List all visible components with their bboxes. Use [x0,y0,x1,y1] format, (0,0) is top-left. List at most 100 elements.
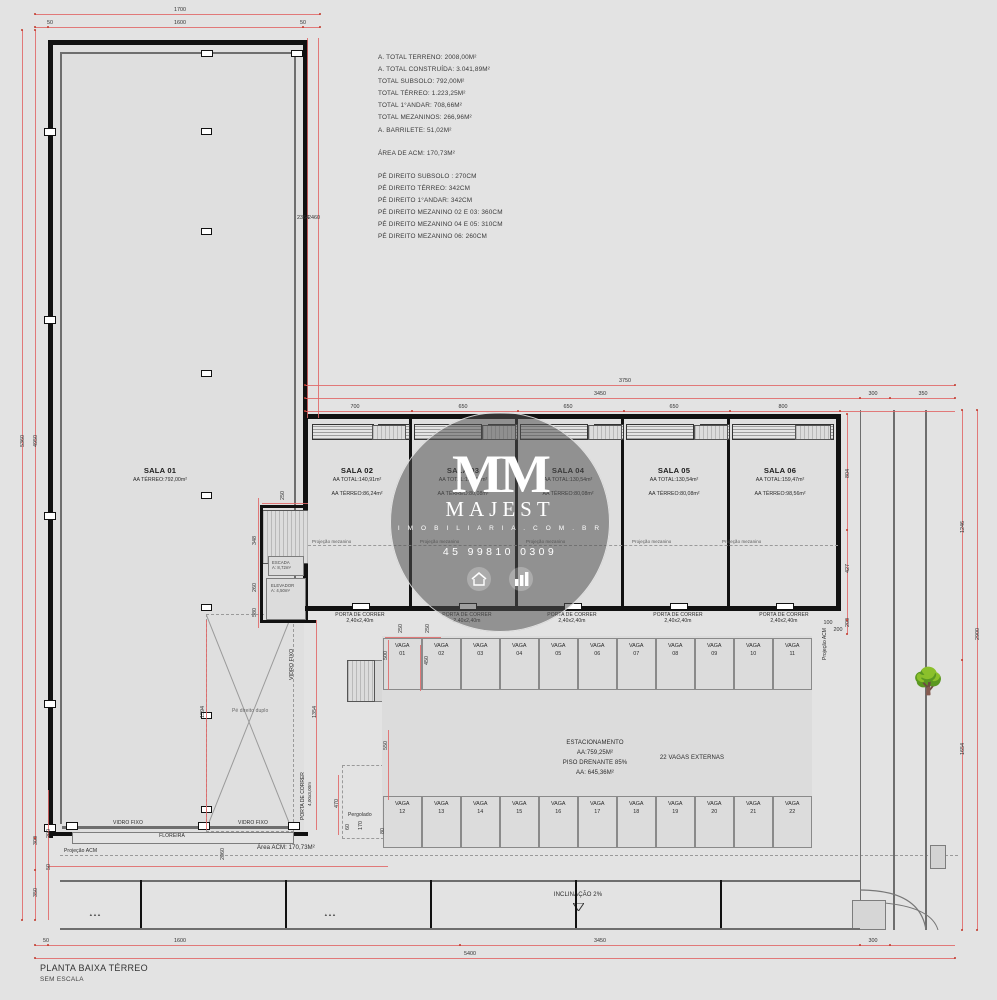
dim-line-hall-2364 [307,38,308,418]
parking-space-label: 20 [711,808,718,815]
dimension-tick [961,929,963,931]
dimension-label: 1654 [960,743,966,755]
tree-icon: 🌳 [912,666,945,696]
sliding-door-name: PORTA DE CORRER [653,612,703,618]
sliding-door-label: PORTA DE CORRER 2,40x2,40m [653,612,702,625]
dim-line-top-1700 [35,14,320,15]
dimension-tick [47,944,49,946]
sliding-door-label: PORTA DE CORRER 2,40x2,40m [759,612,808,625]
dimension-tick [319,13,321,15]
scale-note: SEM ESCALA [40,976,84,983]
internal-stair [694,425,728,440]
pillar-mark [44,512,56,520]
info-line: TOTAL MEZANINOS: 266,96M² [378,114,472,122]
sliding-door-label: PORTA DE CORRER 2,40x2,40m [547,612,596,625]
dimension-label: 50 [47,20,53,26]
dim-line-core-250 [262,503,308,504]
room-label-sala-01: SALA 01 AA TÉRREO:792,00m² [133,466,187,483]
glass-fixed-label: VIDRO FIXO [238,820,268,826]
dimension-tick [34,944,36,946]
room-area-terreo: AA TÉRREO:86,24m² [331,491,383,497]
dimension-label: 50 [43,938,49,944]
parking-space-label: 12 [399,808,406,815]
parking-space-label: 14 [477,808,484,815]
dimension-label: 4950 [33,435,39,447]
dimension-tick [889,944,891,946]
parking-space-label: 21 [750,808,757,815]
dimension-label: 470 [334,799,340,808]
dimension-tick [302,26,304,28]
door-leaf [670,603,688,610]
dim-line-bottom-total [35,958,955,959]
dim-line-mid-3750 [305,385,955,386]
dim-line-vaga-250b [413,637,441,638]
ceiling-line: PÉ DIREITO 1°ANDAR: 342CM [378,196,473,204]
dimension-tick [47,26,49,28]
acm-projection-line [60,855,958,856]
dimension-tick [976,929,978,931]
sidewalk-divider [575,880,577,928]
dimension-tick [976,409,978,411]
wall-salas-top [305,414,841,419]
dimension-label: 800 [778,404,788,410]
parking-space-label: VAGA [706,643,722,649]
dimension-label: 450 [424,656,430,665]
dim-line-hall-2460 [318,38,319,418]
dimension-tick [304,410,306,412]
dimension-tick [859,944,861,946]
dimension-tick [517,410,519,412]
dimension-tick [846,619,848,621]
parking-space-label: VAGA [394,643,410,649]
info-line: A. TOTAL CONSTRUÍDA: 3.041,89M² [378,66,491,74]
door-leaf [352,603,370,610]
acm-projection-right-label: Projeção ACM [822,628,828,660]
dim-line-hall-inner [206,620,207,830]
pillar-mark [291,50,303,57]
dimension-label: 260 [252,583,258,592]
acm-area-line: ÁREA DE ACM: 170,73M² [378,149,456,157]
ceiling-line: PÉ DIREITO MEZANINO 04 E 05: 310CM [378,221,503,229]
parking-space-label: VAGA [784,643,800,649]
door-leaf [776,603,794,610]
sidewalk-divider [285,880,287,928]
dim-line-mid-3450 [305,398,955,399]
parking-space-label: 10 [750,650,757,657]
dimension-label: 650 [458,404,468,410]
parking-space-label: VAGA [745,643,761,649]
dim-line-left-inner [48,790,49,920]
dimension-tick [319,26,321,28]
sidewalk-note: ▲▲▲ [323,912,337,917]
dimension-tick [34,869,36,871]
double-height-label: Pé direito duplo [232,708,269,714]
dimension-tick [846,529,848,531]
dim-line-470 [338,775,339,835]
guard-house [852,900,886,930]
dimension-label: 500 [383,651,389,660]
drawing-title-block: PLANTA BAIXA TÉRREO SEM ESCALA [40,963,148,983]
spacer [378,137,503,148]
room-name: SALA 01 [143,466,177,475]
dim-line-floreira-2060 [48,866,388,867]
